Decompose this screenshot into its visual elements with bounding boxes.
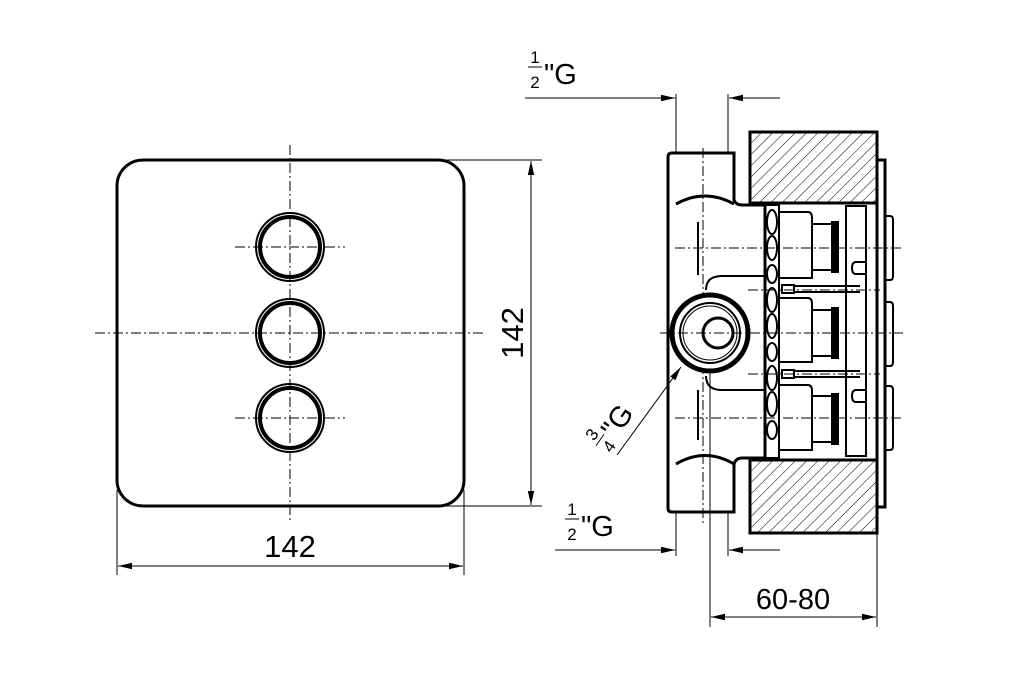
cartridge-bottom bbox=[779, 384, 839, 451]
height-dimension: 142 bbox=[440, 159, 542, 507]
inlet-top-suffix: "G bbox=[544, 59, 577, 91]
depth-label: 60-80 bbox=[756, 584, 830, 616]
outlet-label: 3 4 "G bbox=[582, 366, 682, 456]
cartridge-housing bbox=[763, 201, 879, 462]
knob-middle bbox=[885, 301, 894, 367]
inlet-top-denominator: 2 bbox=[530, 73, 539, 92]
height-label: 142 bbox=[495, 307, 530, 359]
cartridge-nut-column bbox=[764, 204, 780, 459]
button-middle bbox=[255, 298, 325, 368]
side-view: 1 2 "G 1 2 "G 3 4 "G bbox=[525, 48, 903, 627]
width-label: 142 bbox=[264, 529, 316, 564]
cartridge-top bbox=[779, 211, 839, 279]
wall-section-bottom bbox=[748, 458, 879, 535]
inlet-bottom-dimension: 1 2 "G bbox=[555, 500, 780, 556]
cartridge-middle bbox=[779, 297, 839, 363]
wall-section-top bbox=[748, 130, 879, 205]
inlet-bottom-suffix: "G bbox=[581, 511, 614, 543]
cartridge-flange bbox=[845, 205, 867, 457]
button-top bbox=[255, 212, 325, 282]
depth-dimension: 60-80 bbox=[709, 372, 878, 627]
spindles bbox=[781, 284, 860, 379]
inlet-bottom-numerator: 1 bbox=[567, 500, 576, 519]
inlet-top-dimension: 1 2 "G bbox=[525, 48, 780, 153]
inlet-top-numerator: 1 bbox=[530, 48, 539, 67]
thread-mark-top bbox=[675, 194, 735, 206]
width-dimension: 142 bbox=[116, 490, 465, 575]
front-view: 142 142 bbox=[95, 145, 542, 575]
button-bottom bbox=[255, 383, 325, 453]
thread-mark-bottom bbox=[675, 454, 735, 466]
inlet-bottom-denominator: 2 bbox=[567, 525, 576, 544]
